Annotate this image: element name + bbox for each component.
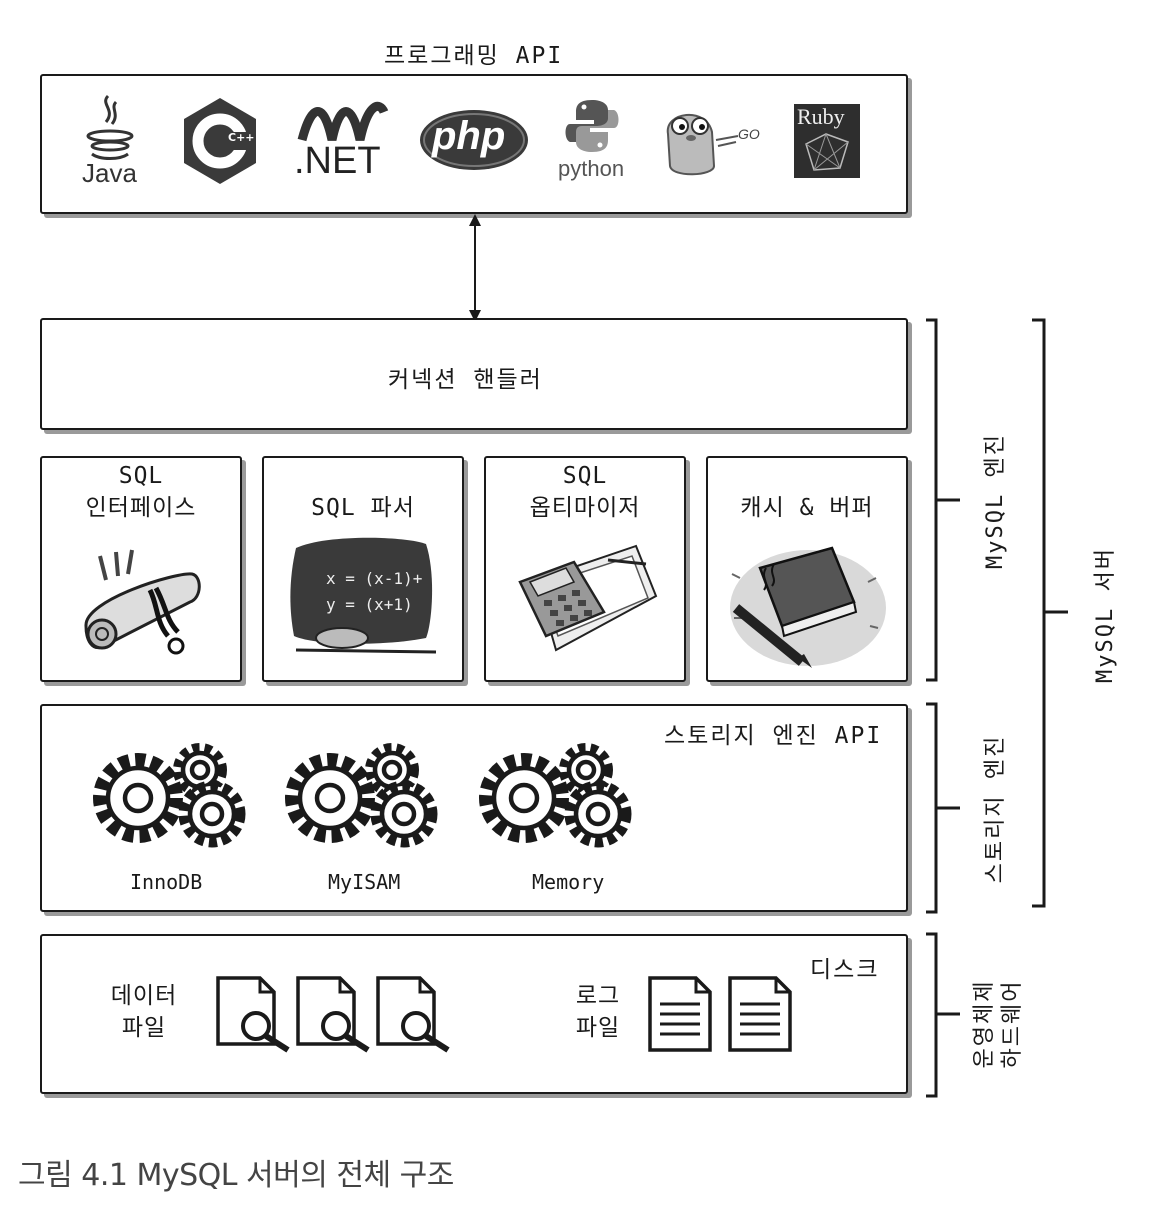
mysql-engine-bracket-label: MySQL 엔진 [983, 433, 1008, 569]
php-logo-icon [420, 110, 528, 170]
log-file-icon-1 [648, 976, 712, 1052]
storage-engine-bracket-label: 스토리지 엔진 [983, 734, 1008, 884]
myisam-label: MyISAM [328, 870, 401, 894]
sql-interface-box [40, 456, 242, 682]
data-file-search-icon-3 [376, 976, 450, 1053]
scroll-icon [84, 549, 201, 655]
go-gopher-icon [666, 114, 739, 176]
cache-buffer-label: 캐시 & 버퍼 [740, 495, 874, 521]
calculator-icon [518, 544, 658, 652]
cpp-logo-icon [184, 98, 256, 184]
connection-handler-label: 커넥션 핸들러 [388, 367, 543, 393]
dotnet-logo-text: .NET [294, 140, 381, 182]
mysql-server-bracket-label: MySQL 서버 [1093, 547, 1118, 683]
python-logo-icon [565, 100, 619, 152]
cpp-logo-text: C++ [228, 131, 255, 144]
data-file-search-icon-1 [216, 976, 290, 1053]
go-logo-text: GO [738, 126, 760, 142]
disk-label: 디스크 [810, 957, 880, 983]
java-logo-text: Java [82, 158, 137, 188]
myisam-gears-icon [285, 743, 438, 848]
python-logo-text: python [558, 156, 625, 181]
innodb-gears-icon [93, 743, 246, 848]
log-file-icon-2 [728, 976, 792, 1052]
svg-text:x = (x-1)+: x = (x-1)+ [326, 569, 422, 588]
chalkboard-icon: x = (x-1)+ y = (x+1) [290, 537, 437, 654]
programming-api-title: 프로그래밍 API [384, 43, 564, 69]
memory-gears-icon [479, 743, 632, 848]
memory-label: Memory [532, 870, 605, 894]
api-connection-arrow [469, 214, 481, 322]
data-file-search-icon-2 [296, 976, 370, 1053]
figure-caption: 그림 4.1 MySQL 서버의 전체 구조 [18, 1158, 454, 1193]
svg-text:y = (x+1): y = (x+1) [326, 595, 413, 614]
notebook-pencil-icon [730, 546, 886, 668]
storage-engine-api-label: 스토리지 엔진 API [664, 723, 883, 749]
php-logo-text: php [432, 114, 506, 158]
java-logo-icon [86, 94, 134, 160]
dotnet-logo-icon [297, 101, 389, 142]
ruby-logo-text: Ruby [797, 104, 845, 129]
sql-parser-label: SQL 파서 [311, 495, 415, 521]
innodb-label: InnoDB [130, 870, 203, 894]
connection-handler-box [40, 318, 908, 430]
ruby-logo-icon [794, 104, 860, 178]
